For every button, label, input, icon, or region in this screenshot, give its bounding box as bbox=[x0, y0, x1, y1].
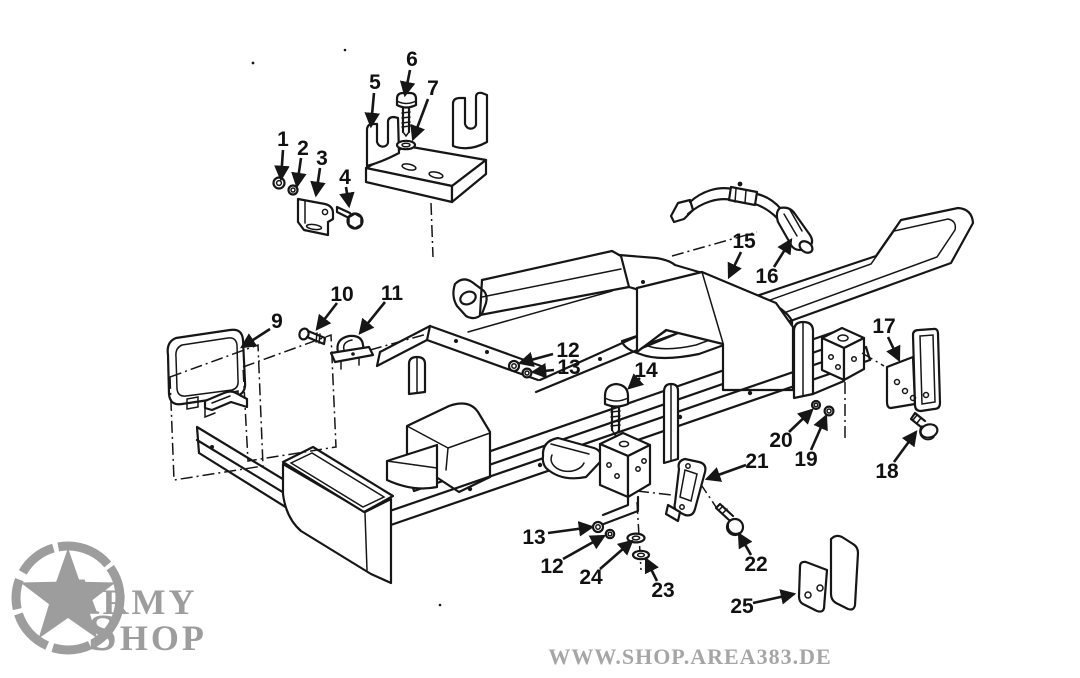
saddle-cradle bbox=[541, 436, 603, 480]
callout-3-leader-arrow bbox=[310, 167, 326, 198]
callout-18-leader-arrow bbox=[892, 430, 918, 463]
callout-12-leader-arrow bbox=[517, 351, 554, 368]
callout-13-label: 13 bbox=[557, 356, 580, 379]
callout-24-leader-arrow bbox=[599, 539, 634, 570]
callout-3-label: 3 bbox=[316, 147, 328, 170]
part-13-washer-lower bbox=[591, 520, 605, 534]
part-17-bracket bbox=[885, 327, 942, 413]
callout-14-leader-arrow bbox=[627, 373, 645, 390]
part-5-bracket bbox=[364, 91, 489, 204]
part-20-washer bbox=[810, 399, 822, 411]
callout-7-leader-arrow bbox=[410, 98, 430, 142]
frame-slab-plate bbox=[635, 270, 795, 392]
part-23-washer bbox=[631, 549, 651, 561]
army-star-icon bbox=[11, 541, 125, 655]
callout-19-label: 19 bbox=[794, 448, 817, 471]
part-3-bracket bbox=[296, 197, 335, 237]
callout-24-label: 24 bbox=[579, 566, 603, 589]
part-12-washer-upper bbox=[507, 359, 521, 373]
callout-5-leader-arrow bbox=[364, 92, 380, 129]
left-support-beam bbox=[195, 425, 354, 548]
callout-12-leader-arrow bbox=[562, 534, 607, 561]
callout-1-label: 1 bbox=[277, 128, 289, 151]
part-12-nut-lower bbox=[604, 528, 616, 540]
callout-23-label: 23 bbox=[651, 579, 674, 602]
frame-hump-pads bbox=[385, 402, 492, 494]
callout-1-leader-arrow bbox=[274, 149, 290, 182]
callout-21-leader-arrow bbox=[704, 463, 747, 482]
part-4-bolt bbox=[335, 205, 364, 230]
part-10-bolt bbox=[298, 327, 327, 346]
callout-17-label: 17 bbox=[872, 315, 895, 338]
callout-15-leader-arrow bbox=[727, 251, 743, 280]
callout-13-leader-arrow bbox=[530, 362, 555, 379]
part-9-frame-seal bbox=[166, 328, 247, 410]
callout-5-label: 5 bbox=[369, 71, 381, 94]
callout-20-leader-arrow bbox=[788, 408, 814, 433]
callout-22-label: 22 bbox=[744, 553, 767, 576]
shop-url: WWW.SHOP.AREA383.DE bbox=[548, 644, 832, 669]
callout-21-label: 21 bbox=[745, 450, 769, 473]
part-1-washer bbox=[272, 176, 286, 190]
callout-12-label: 12 bbox=[556, 339, 579, 362]
part-19-washer bbox=[823, 405, 835, 417]
callout-13-label: 13 bbox=[522, 526, 545, 549]
callout-9-label: 9 bbox=[271, 310, 283, 333]
part-22-bolt bbox=[714, 502, 745, 537]
callout-6-leader-arrow bbox=[399, 69, 416, 98]
panel-clip bbox=[203, 390, 249, 419]
paper-specks bbox=[251, 48, 442, 607]
part-21-bracket bbox=[664, 457, 707, 523]
callout-25-label: 25 bbox=[730, 595, 754, 618]
callout-15-label: 15 bbox=[732, 230, 756, 253]
callout-23-leader-arrow bbox=[644, 556, 659, 582]
callout-12-label: 12 bbox=[540, 555, 563, 578]
part-11-clamp bbox=[329, 334, 375, 370]
callout-10-label: 10 bbox=[330, 283, 353, 306]
callout-19-leader-arrow bbox=[809, 413, 828, 451]
callout-11-leader-arrow bbox=[358, 301, 387, 335]
frame-top-deck bbox=[375, 249, 726, 396]
callout-10-leader-arrow bbox=[315, 302, 339, 331]
callout-17-leader-arrow bbox=[886, 336, 901, 363]
part-7-washer bbox=[395, 139, 417, 151]
part-6-bolt bbox=[395, 91, 418, 138]
callout-16-leader-arrow bbox=[772, 238, 793, 268]
callout-20-label: 20 bbox=[769, 429, 792, 452]
part-16-strap bbox=[669, 181, 814, 254]
callout-9-leader-arrow bbox=[240, 327, 271, 349]
callout-25-leader-arrow bbox=[752, 589, 797, 605]
callout-2-label: 2 bbox=[297, 137, 309, 160]
callout-2-leader-arrow bbox=[291, 157, 307, 189]
right-post-and-block bbox=[792, 320, 866, 400]
part-25-bracket bbox=[797, 534, 860, 613]
part-14-knob bbox=[603, 382, 630, 437]
callout-6-label: 6 bbox=[406, 48, 418, 71]
callout-4-leader-arrow bbox=[339, 186, 355, 209]
part-2-washer bbox=[287, 184, 299, 196]
part-13-nut-upper bbox=[521, 367, 533, 379]
part-18-bolt bbox=[909, 411, 939, 441]
callout-4-label: 4 bbox=[339, 166, 351, 189]
callout-22-leader-arrow bbox=[737, 531, 753, 556]
callout-13-leader-arrow bbox=[547, 521, 595, 537]
callout-7-label: 7 bbox=[427, 77, 439, 100]
callout-18-label: 18 bbox=[875, 460, 899, 483]
callout-11-label: 11 bbox=[381, 282, 404, 305]
bumper-step-box bbox=[281, 445, 395, 585]
mount-block-center bbox=[598, 431, 652, 527]
watermark-text-army: Army bbox=[62, 569, 198, 626]
callout-16-label: 16 bbox=[755, 265, 778, 288]
center-post bbox=[662, 382, 680, 465]
callout-14-label: 14 bbox=[634, 359, 658, 382]
watermark-text-shop: Shop bbox=[88, 605, 207, 662]
